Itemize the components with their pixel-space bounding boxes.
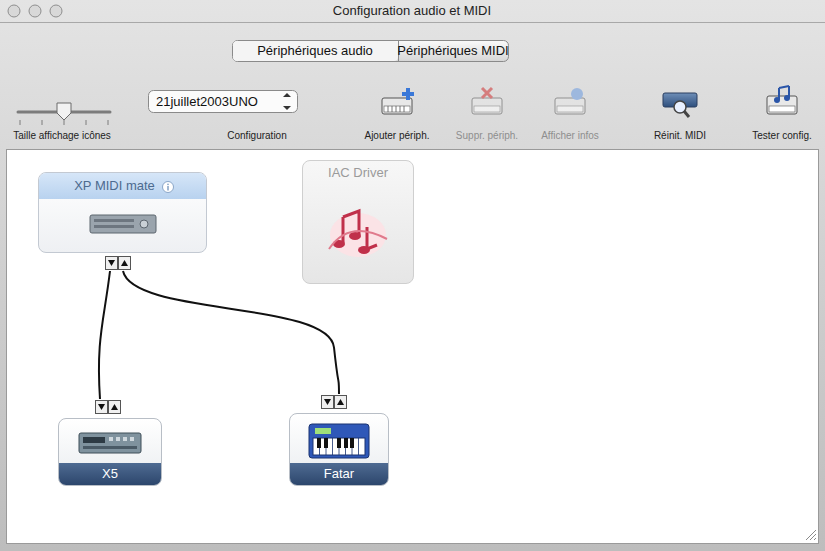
device-icon bbox=[290, 422, 388, 464]
device-icon bbox=[303, 197, 413, 271]
device-box: X5 bbox=[58, 418, 162, 486]
device-icon bbox=[39, 209, 206, 243]
tab-label: Périphériques audio bbox=[257, 43, 373, 58]
toolbar-label: Tester config. bbox=[752, 130, 811, 141]
device-icon bbox=[59, 427, 161, 461]
node-header: X5 bbox=[59, 463, 161, 485]
device-name: IAC Driver bbox=[328, 165, 388, 180]
driver-box: IAC Driver bbox=[302, 160, 414, 284]
popup-value: 21juillet2003UNO bbox=[156, 94, 258, 109]
device-box: XP MIDI mate bbox=[38, 172, 207, 253]
info-icon bbox=[162, 181, 174, 193]
toolbar-label: Ajouter périph. bbox=[364, 130, 429, 141]
toolbar-label: Taille affichage icônes bbox=[13, 130, 111, 141]
device-name: X5 bbox=[102, 463, 118, 485]
midi-ports bbox=[321, 395, 347, 409]
midi-cable bbox=[99, 271, 110, 399]
node-header: Fatar bbox=[290, 463, 388, 485]
node-header: XP MIDI mate bbox=[39, 173, 206, 199]
midi-ports bbox=[105, 256, 131, 270]
toolbar-label: Suppr. périph. bbox=[456, 130, 518, 141]
device-name: XP MIDI mate bbox=[74, 173, 155, 199]
device-name: Fatar bbox=[324, 463, 354, 485]
toolbar-label: Afficher infos bbox=[541, 130, 599, 141]
tab-label: Périphériques MIDI bbox=[397, 43, 508, 58]
toolbar-label: Réinit. MIDI bbox=[654, 130, 706, 141]
device-box: Fatar bbox=[289, 413, 389, 486]
window-title: Configuration audio et MIDI bbox=[333, 3, 491, 18]
toolbar-label: Configuration bbox=[227, 130, 286, 141]
node-header: IAC Driver bbox=[303, 165, 413, 180]
midi-cable bbox=[123, 271, 339, 394]
midi-ports bbox=[95, 400, 121, 414]
